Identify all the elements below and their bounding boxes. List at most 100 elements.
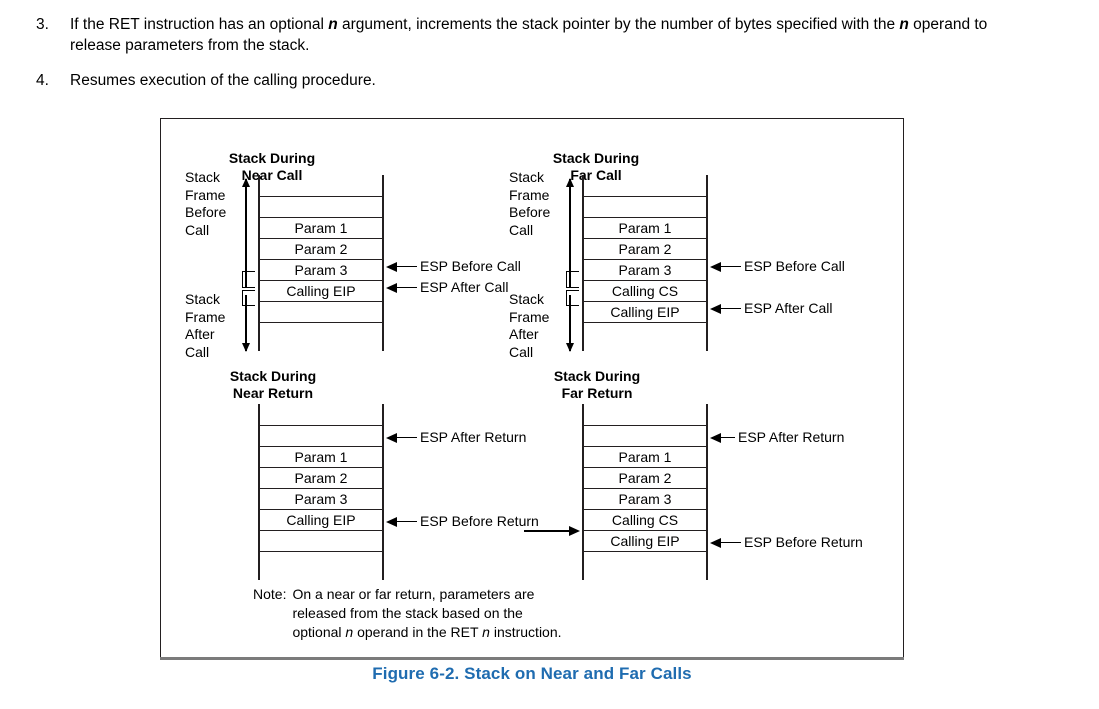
callout-shaft	[397, 265, 417, 268]
far-call-after-brace	[566, 290, 579, 306]
far-return-stack: Param 1 Param 2 Param 3 Calling CS Calli…	[582, 404, 708, 580]
arrow-head-left-icon	[386, 261, 397, 272]
stack-row: Calling EIP	[260, 509, 382, 530]
stack-row	[260, 175, 382, 196]
stack-row: Param 3	[260, 259, 382, 280]
stack-row: Param 1	[260, 446, 382, 467]
figure-caption: Figure 6-2. Stack on Near and Far Calls	[372, 664, 692, 683]
intro-list: 3. If the RET instruction has an optiona…	[28, 14, 1028, 105]
far-call-esp-before-callout: ESP Before Call	[710, 258, 845, 275]
near-call-esp-before-callout: ESP Before Call	[386, 258, 521, 275]
far-call-frame-after-label: Stack Frame After Call	[509, 291, 550, 360]
far-call-before-brace	[566, 271, 579, 288]
figure-box: Stack During Near Call Stack Frame Befor…	[160, 118, 904, 658]
stack-row: Calling EIP	[260, 280, 382, 301]
callout-label: ESP After Return	[420, 429, 527, 445]
list-item-text: If the RET instruction has an optional n…	[70, 16, 988, 54]
callout-shaft	[721, 436, 735, 439]
stack-row	[584, 196, 706, 217]
callout-shaft	[397, 286, 417, 289]
stack-row	[584, 425, 706, 446]
note-row: Note: On a near or far return, parameter…	[253, 585, 562, 642]
far-call-before-range-arrow	[566, 178, 575, 287]
arrow-head-left-icon	[710, 261, 721, 272]
list-item: 3. If the RET instruction has an optiona…	[28, 14, 1028, 56]
near-call-stack: Param 1 Param 2 Param 3 Calling EIP	[258, 175, 384, 351]
list-item: 4. Resumes execution of the calling proc…	[28, 70, 1028, 91]
arrow-head-up-icon	[566, 178, 574, 187]
stack-row: Calling CS	[584, 280, 706, 301]
caption-divider	[160, 657, 904, 660]
near-call-before-brace	[242, 271, 255, 288]
far-call-title: Stack During Far Call	[552, 150, 640, 183]
range-shaft	[245, 179, 247, 287]
near-return-stack: Param 1 Param 2 Param 3 Calling EIP	[258, 404, 384, 580]
stack-row	[260, 301, 382, 322]
arrow-head-right-icon	[569, 526, 580, 536]
arrow-head-left-icon	[710, 432, 721, 443]
arrow-head-up-icon	[242, 178, 250, 187]
near-call-before-range-arrow	[242, 178, 251, 287]
near-call-after-range-arrow	[242, 295, 251, 352]
list-item-number: 3.	[36, 16, 49, 33]
note-line: On a near or far return, parameters are	[292, 586, 535, 602]
operand-n-emphasis: n	[328, 16, 338, 33]
arrow-head-down-icon	[242, 343, 250, 352]
far-call-frame-before-label: Stack Frame Before Call	[509, 169, 551, 238]
list-item-text: Resumes execution of the calling procedu…	[70, 72, 376, 89]
operand-n-italic: n	[482, 624, 490, 640]
list-item-number: 4.	[36, 72, 49, 89]
callout-label: ESP Before Return	[744, 534, 863, 550]
stack-row	[260, 404, 382, 425]
arrow-head-left-icon	[386, 432, 397, 443]
callout-label: ESP After Return	[738, 429, 845, 445]
far-return-esp-before-callout: ESP Before Return	[710, 534, 863, 551]
callout-shaft	[397, 520, 417, 523]
stack-row: Param 2	[584, 238, 706, 259]
stack-row	[584, 175, 706, 196]
callout-shaft	[721, 265, 741, 268]
arrow-head-left-icon	[710, 537, 721, 548]
callout-label: ESP Before Call	[420, 258, 521, 274]
figure-note: Note: On a near or far return, parameter…	[253, 585, 562, 642]
operand-n-emphasis: n	[899, 16, 909, 33]
callout-shaft	[397, 436, 417, 439]
far-call-after-range-arrow	[566, 295, 575, 352]
note-line: released from the stack based on the	[292, 605, 523, 621]
near-call-esp-after-callout: ESP After Call	[386, 279, 508, 296]
near-call-frame-after-label: Stack Frame After Call	[185, 291, 226, 360]
arrow-head-left-icon	[386, 282, 397, 293]
stack-row: Param 1	[584, 446, 706, 467]
note-body: On a near or far return, parameters are …	[292, 585, 561, 642]
near-return-esp-before-callout: ESP Before Return	[386, 513, 539, 530]
stack-row: Param 3	[584, 488, 706, 509]
near-return-esp-after-callout: ESP After Return	[386, 429, 526, 446]
far-call-esp-after-callout: ESP After Call	[710, 300, 832, 317]
stack-row: Param 2	[260, 467, 382, 488]
callout-label: ESP Before Return	[420, 513, 539, 529]
operand-n-italic: n	[345, 624, 354, 640]
far-return-esp-after-callout: ESP After Return	[710, 429, 844, 446]
stack-row	[260, 425, 382, 446]
range-shaft	[245, 295, 247, 351]
figure-inner: Stack During Near Call Stack Frame Befor…	[161, 119, 905, 659]
near-call-after-brace	[242, 290, 255, 306]
stack-row	[584, 404, 706, 425]
stack-row: Param 2	[260, 238, 382, 259]
far-return-inbound-arrow	[524, 526, 580, 536]
stack-row: Param 2	[584, 467, 706, 488]
stack-row: Calling CS	[584, 509, 706, 530]
note-line: optional n operand in the RET n instruct…	[292, 624, 562, 640]
stack-row	[260, 551, 382, 572]
far-call-stack: Param 1 Param 2 Param 3 Calling CS Calli…	[582, 175, 708, 351]
stack-row: Param 3	[584, 259, 706, 280]
callout-label: ESP Before Call	[744, 258, 845, 274]
near-return-title: Stack During Near Return	[229, 368, 317, 401]
stack-row: Calling EIP	[584, 530, 706, 551]
far-return-title: Stack During Far Return	[553, 368, 641, 401]
stack-row	[260, 322, 382, 343]
stack-row	[260, 530, 382, 551]
arrow-head-left-icon	[710, 303, 721, 314]
callout-shaft	[721, 541, 741, 544]
stack-row: Param 3	[260, 488, 382, 509]
